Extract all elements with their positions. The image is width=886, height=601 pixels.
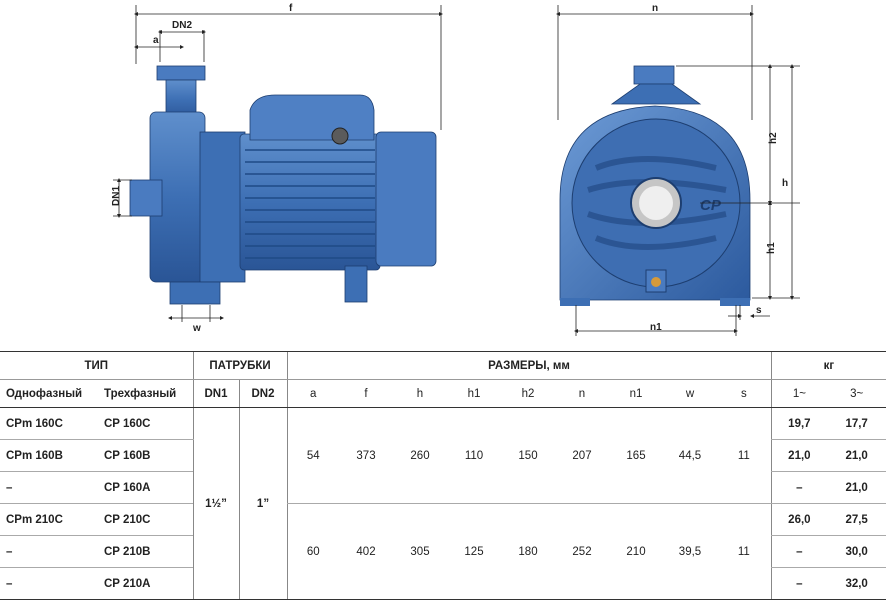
dim-label-n1: n1	[650, 322, 662, 333]
cell-dim-h2: 180	[501, 503, 555, 600]
dim-label-h1: h1	[766, 242, 777, 254]
subheader-dim-w: w	[663, 379, 717, 408]
cell-kg-three: 21,0	[827, 439, 886, 472]
table-row: – CP 210B – 30,0	[0, 535, 886, 568]
cell-three-phase: CP 160B	[98, 439, 193, 472]
dim-label-s: s	[756, 305, 762, 316]
pump-drawings: f DN2 a DN1 w CP	[111, 3, 800, 336]
cell-single-phase: –	[0, 535, 98, 568]
cp-logo: CP	[700, 197, 722, 214]
cell-single-phase: CPm 210C	[0, 503, 98, 536]
cell-three-phase: CP 210C	[98, 503, 193, 536]
spec-table: ТИП ПАТРУБКИ РАЗМЕРЫ, мм кг Однофазный Т…	[0, 351, 886, 600]
cell-kg-three: 27,5	[827, 503, 886, 536]
subheader-dim-f: f	[339, 379, 393, 408]
subheader-dim-h1: h1	[447, 379, 501, 408]
subheader-dim-n1: n1	[609, 379, 663, 408]
cell-kg-three: 17,7	[827, 407, 886, 440]
cell-kg-single: 19,7	[770, 407, 828, 440]
cell-kg-three: 32,0	[827, 567, 886, 600]
subheader-dim-h2: h2	[501, 379, 555, 408]
subheader-dim-h: h	[393, 379, 447, 408]
cell-dim-n1: 165	[609, 407, 663, 504]
cell-kg-single: 21,0	[770, 439, 828, 472]
cell-dim-n: 207	[555, 407, 609, 504]
table-row: CPm 160C CP 160C 1½” 1” 54 373 260 110 1…	[0, 407, 886, 600]
cell-dim-h: 260	[393, 407, 447, 504]
table-row: – CP 160A – 21,0	[0, 471, 886, 504]
cell-dim-h2: 150	[501, 407, 555, 504]
header-patrubki: ПАТРУБКИ	[192, 351, 287, 380]
cell-dn1: 1½”	[192, 407, 239, 600]
subheader-dn2: DN2	[238, 379, 287, 408]
subheader-single-phase: Однофазный	[0, 379, 98, 408]
cell-dim-a: 60	[286, 503, 339, 600]
cell-three-phase: CP 210B	[98, 535, 193, 568]
cell-single-phase: –	[0, 471, 98, 504]
subheader-kg-single: 1~	[770, 379, 828, 408]
cell-dim-f: 373	[339, 407, 393, 504]
cell-dim-h1: 125	[447, 503, 501, 600]
dim-label-a: a	[153, 35, 159, 46]
cell-single-phase: CPm 160B	[0, 439, 98, 472]
cell-kg-three: 30,0	[827, 535, 886, 568]
table-row: – CP 210A – 32,0	[0, 567, 886, 600]
dim-label-n: n	[652, 3, 658, 14]
cell-single-phase: –	[0, 567, 98, 600]
cell-dim-n: 252	[555, 503, 609, 600]
dim-label-dn1: DN1	[111, 186, 122, 206]
table-row: CPm 210C CP 210C 60 402 305 125 180 252 …	[0, 503, 886, 600]
cell-three-phase: CP 210A	[98, 567, 193, 600]
dim-label-h: h	[782, 178, 788, 189]
header-kg: кг	[770, 351, 886, 380]
cell-kg-single: –	[770, 471, 828, 504]
cell-dim-h1: 110	[447, 407, 501, 504]
cell-dim-w: 39,5	[663, 503, 717, 600]
cell-kg-single: –	[770, 567, 828, 600]
cell-three-phase: CP 160A	[98, 471, 193, 504]
header-razmery: РАЗМЕРЫ, мм	[286, 351, 772, 380]
cell-three-phase: CP 160C	[98, 407, 193, 440]
subheader-dn1: DN1	[192, 379, 239, 408]
subheader-dim-a: a	[286, 379, 339, 408]
subheader-dim-n: n	[555, 379, 609, 408]
pump-side-view	[129, 65, 437, 305]
cell-dim-s: 11	[717, 407, 772, 504]
cell-dn2: 1”	[238, 407, 287, 600]
dim-label-w: w	[192, 323, 201, 334]
subheader-dim-s: s	[717, 379, 772, 408]
cell-single-phase: CPm 160C	[0, 407, 98, 440]
table-row: CPm 160B CP 160B 21,0 21,0	[0, 439, 886, 472]
cell-dim-f: 402	[339, 503, 393, 600]
cell-kg-three: 21,0	[827, 471, 886, 504]
pump-front-view: CP	[559, 65, 751, 306]
dim-label-f: f	[289, 3, 293, 14]
cell-dim-h: 305	[393, 503, 447, 600]
subheader-kg-three: 3~	[827, 379, 886, 408]
cell-dim-n1: 210	[609, 503, 663, 600]
dim-label-dn2: DN2	[172, 20, 192, 31]
dim-label-h2: h2	[768, 132, 779, 144]
cell-dim-w: 44,5	[663, 407, 717, 504]
cell-kg-single: 26,0	[770, 503, 828, 536]
cell-dim-a: 54	[286, 407, 339, 504]
subheader-three-phase: Трехфазный	[98, 379, 193, 408]
header-tip: ТИП	[0, 351, 193, 380]
cell-dim-s: 11	[717, 503, 772, 600]
cell-kg-single: –	[770, 535, 828, 568]
